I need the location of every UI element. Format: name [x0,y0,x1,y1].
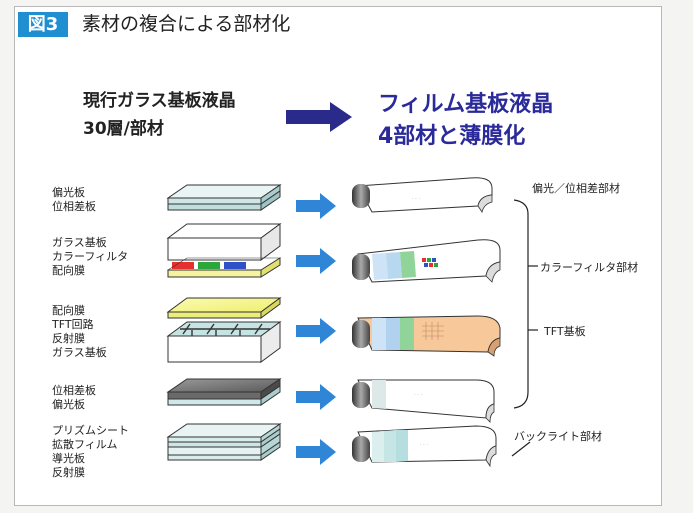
tft-grid [422,322,444,340]
layer-group-5: プリズムシート 拡散フィルム 導光板 反射膜 [52,424,129,480]
color-filter-component-label: カラーフィルタ部材 [540,261,639,274]
film-roll-2 [352,239,501,283]
layer-label: カラーフィルタ [52,250,129,263]
layer-group-4: 位相差板 偏光板 [52,384,96,412]
figure-number-badge: 図3 [18,12,68,37]
film-roll-3 [352,315,501,357]
component-bracket [511,199,538,457]
layer-label: 反射膜 [52,332,85,345]
layer-stack-3 [166,297,282,363]
film-roll-1: · · · [352,177,493,213]
tft-substrate-label: TFT基板 [544,325,586,338]
film-roll-5: · · · [352,425,497,468]
layer-label: 配向膜 [52,304,85,317]
film-roll-4: · · · [352,379,495,423]
blue-arrow-5 [296,439,336,465]
svg-text:· · ·: · · · [412,196,420,202]
blue-arrow-4 [296,384,336,410]
layer-label: ガラス基板 [52,346,107,359]
svg-text:· · ·: · · · [414,392,422,398]
figure-title: 素材の複合による部材化 [82,13,291,35]
figure-frame [14,6,662,506]
layer-label: プリズムシート [52,424,129,437]
layer-label: TFT回路 [52,318,94,331]
film-component-count: 4部材と薄膜化 [378,124,526,149]
layer-label: 偏光板 [52,186,85,199]
color-filter-pattern [422,258,438,267]
layer-label: 導光板 [52,452,85,465]
film-lcd-label: フィルム基板液晶 [378,92,554,117]
current-lcd-label: 現行ガラス基板液晶 [83,91,236,111]
blue-arrow-1 [296,193,336,219]
layer-label: 反射膜 [52,466,85,479]
blue-arrows [296,193,336,465]
layer-label: 拡散フィルム [52,438,118,451]
layer-stack-5 [166,423,282,461]
layer-label: 偏光板 [52,398,85,411]
current-layer-count: 30層/部材 [83,119,164,139]
backlight-component-label: バックライト部材 [514,430,602,443]
blue-arrow-2 [296,248,336,274]
layer-stack-1 [166,184,282,211]
layer-group-2: ガラス基板 カラーフィルタ 配向膜 [52,236,128,278]
svg-text:· · ·: · · · [420,442,428,448]
layer-group-1: 偏光板 位相差板 [52,186,96,214]
layer-label: 位相差板 [52,384,96,397]
layer-group-3: 配向膜 TFT回路 反射膜 ガラス基板 [52,304,107,360]
layer-label: ガラス基板 [52,236,107,249]
layer-stack-2 [166,223,282,278]
main-arrow [286,102,352,132]
polarizer-component-label: 偏光／位相差部材 [532,182,620,195]
layer-label: 位相差板 [52,200,96,213]
blue-arrow-3 [296,318,336,344]
layer-label: 配向膜 [52,264,85,277]
layer-stack-4 [166,378,282,406]
